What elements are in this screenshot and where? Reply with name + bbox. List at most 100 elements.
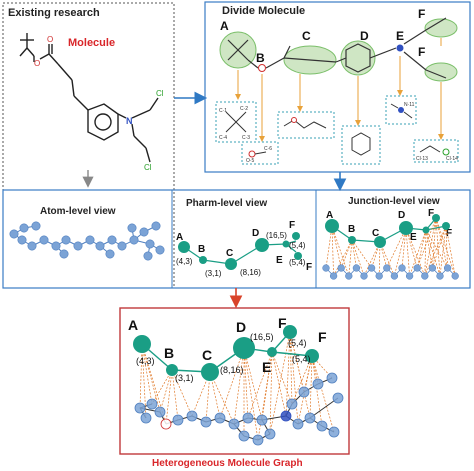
- divide-label-b: B: [256, 51, 265, 65]
- hetero-atom: [292, 418, 304, 430]
- junction-link: [340, 239, 353, 269]
- hetero-label-e: E: [262, 359, 271, 375]
- hetero-atom: [134, 402, 146, 414]
- junction-link: [351, 239, 357, 269]
- junction-super-node: [325, 219, 339, 233]
- hetero-link: [219, 347, 245, 419]
- hetero-link: [269, 351, 273, 435]
- hetero-link: [141, 343, 153, 405]
- junction-atom: [345, 272, 353, 280]
- hetero-atom: [256, 414, 268, 426]
- junction-super-node: [399, 221, 413, 235]
- hetero-super-node: [305, 349, 319, 363]
- junction-link: [325, 225, 333, 269]
- atom-view-title: Atom-level view: [40, 206, 116, 217]
- hetero-tuple-b: (3,1): [175, 373, 194, 383]
- frag-e-nitrogen: [398, 107, 404, 113]
- junction-link: [331, 225, 350, 277]
- junction-link: [401, 227, 407, 269]
- pharm-label-f1: F: [289, 220, 295, 231]
- junction-label-e: E: [410, 232, 417, 243]
- fragment-boxes: [215, 95, 459, 165]
- hetero-atom: [326, 372, 338, 384]
- junction-link: [435, 217, 456, 277]
- junction-atom: [436, 272, 444, 280]
- fragment-f-structure-1: [419, 145, 441, 153]
- atom-n: N: [126, 116, 133, 126]
- junction-label-a: A: [326, 210, 333, 221]
- pharm-label-e: E: [276, 255, 283, 266]
- atom-node: [155, 245, 165, 255]
- hetero-atom: [186, 410, 198, 422]
- hetero-link: [289, 331, 293, 405]
- hetero-link: [271, 351, 287, 417]
- pharm-tuple-c: (8,16): [240, 268, 261, 277]
- junction-link: [386, 227, 407, 269]
- hetero-tuple-c: (8,16): [220, 365, 244, 375]
- hetero-link: [309, 355, 313, 419]
- hetero-link: [141, 343, 147, 419]
- hetero-link: [289, 331, 299, 425]
- hetero-atom: [200, 416, 212, 428]
- atom-node: [9, 229, 19, 239]
- junction-link: [351, 239, 372, 269]
- atom-node: [105, 249, 115, 259]
- divide-nitrogen: [396, 44, 404, 52]
- junction-atom: [421, 272, 429, 280]
- hetero-tuple-a: (4,3): [136, 356, 155, 366]
- atom-node: [151, 221, 161, 231]
- frag-e-bond1: [390, 103, 399, 109]
- junction-atom: [367, 264, 376, 272]
- hetero-link: [243, 347, 263, 421]
- junction-level-graph: A B C D E F F: [322, 208, 459, 280]
- junction-atom: [390, 272, 399, 280]
- atom-node: [127, 223, 137, 233]
- hetero-atom: [228, 418, 240, 430]
- hetero-link: [139, 343, 143, 409]
- hetero-link: [165, 369, 173, 425]
- junction-atom: [428, 264, 437, 272]
- divide-title: Divide Molecule: [222, 5, 305, 17]
- molecule-structure: [19, 33, 159, 163]
- junction-link: [432, 225, 447, 269]
- junction-atom: [451, 272, 459, 280]
- divide-oxygen: [258, 64, 266, 72]
- hetero-link: [257, 351, 273, 441]
- existing-title: Existing research: [8, 7, 100, 19]
- junction-atom: [405, 272, 414, 280]
- frag-f-chlorine: [442, 148, 450, 156]
- hetero-link: [209, 371, 235, 425]
- frag-d-highlight: [340, 40, 376, 76]
- pharm-label-b: B: [198, 244, 205, 255]
- hetero-link: [151, 369, 173, 405]
- divide-label-e: E: [396, 29, 404, 43]
- pharm-label-f2: F: [306, 262, 312, 273]
- junction-link: [435, 217, 441, 277]
- junction-label-b: B: [348, 224, 355, 235]
- atom-node: [39, 235, 49, 245]
- junction-link: [416, 229, 427, 269]
- frag-b-oxygen: [248, 150, 256, 158]
- junction-link: [424, 217, 437, 277]
- junction-link: [378, 241, 381, 277]
- junction-super-node: [442, 222, 450, 230]
- junction-super-node: [374, 236, 386, 248]
- hetero-link: [303, 355, 313, 393]
- hetero-link: [141, 343, 161, 413]
- junction-atom: [383, 264, 391, 272]
- hetero-link: [243, 347, 259, 441]
- hetero-tuple-f: (5,4): [292, 354, 311, 364]
- divide-label-d: D: [360, 29, 369, 43]
- junction-atom: [413, 264, 421, 272]
- pharm-label-d: D: [252, 228, 259, 239]
- hetero-atom: [214, 412, 226, 424]
- hetero-atom: [298, 386, 310, 398]
- hetero-atom: [238, 430, 250, 442]
- hetero-atom: [242, 412, 254, 424]
- atom-node: [145, 239, 155, 249]
- junction-link: [425, 229, 448, 269]
- hetero-link: [291, 355, 313, 405]
- junction-link: [445, 225, 448, 269]
- divide-molecule-structure: [227, 17, 447, 79]
